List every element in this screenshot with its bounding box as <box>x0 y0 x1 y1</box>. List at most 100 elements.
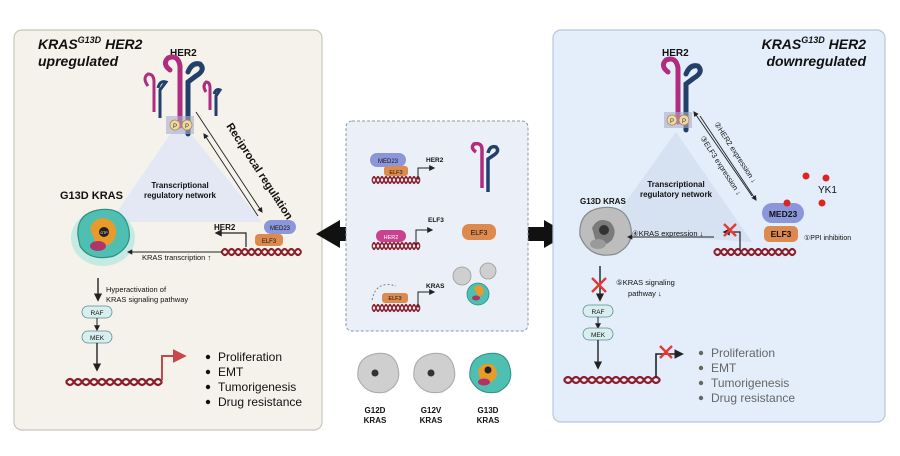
left-network-triangle <box>110 120 262 222</box>
center-panel: MED23 ELF3 HER2 HER2 ELF3 ELF3 ELF3 KRAS <box>345 120 529 332</box>
svg-text:P: P <box>682 119 686 125</box>
right-elf3-protein <box>764 226 798 242</box>
right-panel: KRASG13D HER2 downregulated HER2 P P Tra… <box>552 29 886 423</box>
right-elf3-label: ELF3 <box>771 229 792 239</box>
center-elf3-protein <box>462 224 496 240</box>
right-outcome-2: Tumorigenesis <box>711 376 789 390</box>
center-her2-box-label: HER2 <box>384 235 399 241</box>
right-her2-expression-arrow <box>693 111 753 197</box>
center-loop-dashed <box>371 284 397 301</box>
right-network-line2: regulatory network <box>640 190 713 199</box>
left-kras-transcription-label: KRAS transcription ↑ <box>142 253 211 262</box>
center-elf3-label-bottom: ELF3 <box>388 296 401 302</box>
left-panel: KRASG13D HER2 upregulated HER2 P P Trans… <box>13 29 323 431</box>
center-kras-gene-label: KRAS <box>426 283 445 290</box>
kras-variant-row: G12D KRAS G12V KRAS G13D KRAS <box>357 352 512 425</box>
right-step5-line1: ⑤KRAS signaling <box>616 278 675 287</box>
left-g13d-kras-protein: GTP <box>71 208 135 266</box>
center-elf3-gene-label: ELF3 <box>428 217 444 224</box>
center-kras-tx-arrow <box>417 289 436 308</box>
svg-text:P: P <box>173 124 177 130</box>
right-network-line1: Transcriptional <box>647 180 704 189</box>
left-panel-title: KRASG13D HER2 <box>38 35 143 52</box>
variant-g12v: G12V KRAS <box>413 352 456 425</box>
left-panel-background <box>13 29 323 431</box>
left-kras-label: G13D KRAS <box>60 190 123 202</box>
left-raf-label: RAF <box>91 310 104 317</box>
left-network-line2: regulatory network <box>144 191 217 200</box>
left-her2-label: HER2 <box>170 48 197 59</box>
left-her2-receptor: P P <box>143 54 223 137</box>
right-raf-label: RAF <box>592 309 605 316</box>
svg-text:P: P <box>670 119 674 125</box>
right-pointing-arrow <box>528 220 568 248</box>
left-hyper-line2: KRAS signaling pathway <box>106 295 188 304</box>
right-outcome-1: EMT <box>711 361 737 375</box>
yk1-molecules <box>802 172 830 207</box>
left-elf3-protein <box>255 234 283 246</box>
center-elf3-box-top <box>384 166 408 176</box>
variant-g13d-line1: G13D <box>478 406 499 415</box>
left-outcome-3: Drug resistance <box>218 395 302 409</box>
left-target-transcription-arrow <box>161 349 187 380</box>
right-outcome-0: Proliferation <box>711 346 775 360</box>
variant-g12v-line1: G12V <box>421 406 442 415</box>
center-med23-protein <box>370 153 406 167</box>
left-elf3-label: ELF3 <box>262 239 277 245</box>
variant-g12d: G12D KRAS <box>357 352 400 425</box>
variant-g12d-line1: G12D <box>365 406 386 415</box>
svg-text:GTP: GTP <box>100 231 108 235</box>
center-elf3-protein-label: ELF3 <box>471 230 488 237</box>
right-network-triangle <box>604 132 752 242</box>
center-med23-label: MED23 <box>378 159 399 165</box>
right-target-tx-arrow <box>655 349 684 378</box>
left-outcome-2: Tumorigenesis <box>218 380 296 394</box>
variant-g13d-line2: KRAS <box>477 416 500 425</box>
center-her2-protein-box <box>376 230 406 242</box>
left-outcome-0: Proliferation <box>218 350 282 364</box>
variant-g12d-line2: KRAS <box>364 416 387 425</box>
left-med23-protein <box>264 220 296 234</box>
right-g13d-kras-protein <box>579 206 632 256</box>
yk1-label: YK1 <box>818 185 837 196</box>
right-panel-title: KRASG13D HER2 <box>762 35 867 52</box>
right-med23-label: MED23 <box>769 209 798 219</box>
svg-text:P: P <box>185 124 189 130</box>
right-outcome-list: Proliferation EMT Tumorigenesis Drug res… <box>698 346 795 405</box>
left-her2-gene-label: HER2 <box>214 223 236 232</box>
left-outcome-list: Proliferation EMT Tumorigenesis Drug res… <box>205 350 302 409</box>
variant-g12v-line2: KRAS <box>420 416 443 425</box>
left-med23-label: MED23 <box>270 226 291 232</box>
right-elf3-expression-arrow <box>699 115 757 201</box>
right-mek-label: MEK <box>591 332 606 339</box>
left-her2-transcription-arrow <box>214 229 247 247</box>
left-reciprocal-arrow-up <box>203 133 259 217</box>
right-her2-label: HER2 <box>662 48 689 59</box>
right-kras-label: G13D KRAS <box>580 197 626 206</box>
variant-g13d: G13D KRAS <box>469 352 512 425</box>
left-outcome-1: EMT <box>218 365 244 379</box>
left-mek-label: MEK <box>90 335 105 342</box>
right-her2-receptor: P P <box>660 56 703 133</box>
center-elf3-box-bottom <box>382 293 408 303</box>
center-her2-receptor <box>470 141 500 192</box>
center-elf3-tx-arrow <box>415 227 434 246</box>
right-step1-label: ①PPI inhibition <box>804 234 851 242</box>
center-elf3-label-top: ELF3 <box>389 170 402 176</box>
right-target-block-x <box>659 345 673 359</box>
center-her2-tx-arrow <box>417 165 436 180</box>
left-network-line1: Transcriptional <box>151 181 208 190</box>
right-med23-protein <box>762 203 804 223</box>
center-panel-background <box>345 120 529 332</box>
left-reciprocal-arrow-down <box>195 111 263 213</box>
right-outcome-3: Drug resistance <box>711 391 795 405</box>
right-step5-line2: pathway ↓ <box>628 289 662 298</box>
right-signaling-block-x <box>591 277 607 293</box>
left-hyper-line1: Hyperactivation of <box>106 285 167 294</box>
right-panel-subtitle: downregulated <box>766 53 866 69</box>
right-tx-block-x <box>723 223 737 237</box>
left-panel-subtitle: upregulated <box>38 53 119 69</box>
right-step4-label: ④KRAS expression ↓ <box>632 229 703 238</box>
center-her2-gene-label: HER2 <box>426 157 444 164</box>
